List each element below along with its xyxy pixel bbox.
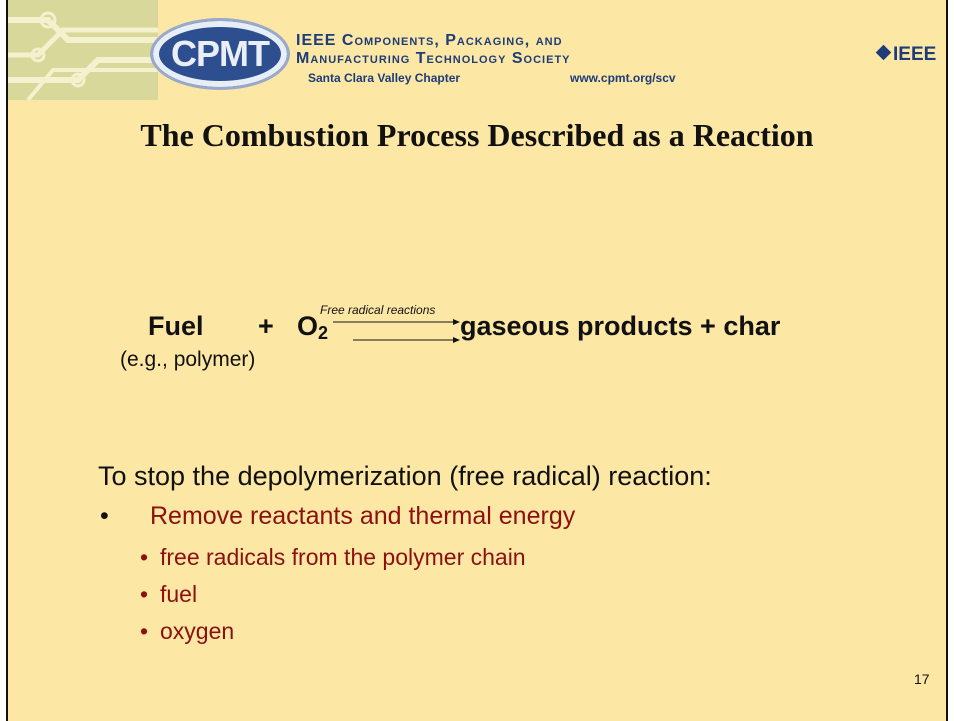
bullet-text: Remove reactants and thermal energy [150,502,576,530]
arrow-label: Free radical reactions [320,303,436,317]
sub-bullet-text: free radicals from the polymer chain [160,544,526,570]
sub-bullet-item: • fuel [140,581,197,608]
sub-bullet-text: fuel [160,581,198,607]
oxygen-symbol: O [297,311,319,341]
sub-bullet-item: • oxygen [140,618,234,645]
sub-bullet-text: oxygen [160,618,235,644]
society-name-line2: Manufacturing Technology Society [296,50,571,67]
cpmt-logo-text: CPMT [171,33,270,74]
equation-plus: + [258,311,274,341]
sub-bullet-item: • free radicals from the polymer chain [140,544,526,571]
cpmt-logo: CPMT [150,18,290,90]
sub-bullet-dot-icon: • [140,544,149,570]
chapter-url: www.cpmt.org/scv [570,71,676,85]
fuel-example: (e.g., polymer) [120,348,256,371]
sub-bullet-dot-icon: • [140,618,149,644]
slide: CPMT IEEE Components, Packaging, and Man… [6,0,948,721]
ieee-logo: IEEE [875,44,937,66]
equation-oxygen: O2 [297,311,329,343]
circuit-graphic [8,0,158,100]
slide-title: The Combustion Process Described as a Re… [140,117,814,153]
reaction-arrow-icon [333,319,460,343]
sub-bullet-dot-icon: • [140,581,149,607]
ieee-logo-text: IEEE [893,44,937,65]
society-name-line1: IEEE Components, Packaging, and [296,32,563,49]
equation-products: gaseous products + char [460,311,781,341]
ieee-diamond-icon [875,44,892,61]
chapter-name: Santa Clara Valley Chapter [308,71,461,85]
bullet-dot-icon: • [100,502,109,530]
lead-text: To stop the depolymerization (free radic… [98,461,712,491]
page-number: 17 [914,671,930,687]
oxygen-subscript: 2 [318,323,329,343]
bullet-item: • Remove reactants and thermal energy [100,502,575,531]
header-banner: CPMT IEEE Components, Packaging, and Man… [8,0,946,105]
equation-fuel: Fuel [148,311,204,341]
